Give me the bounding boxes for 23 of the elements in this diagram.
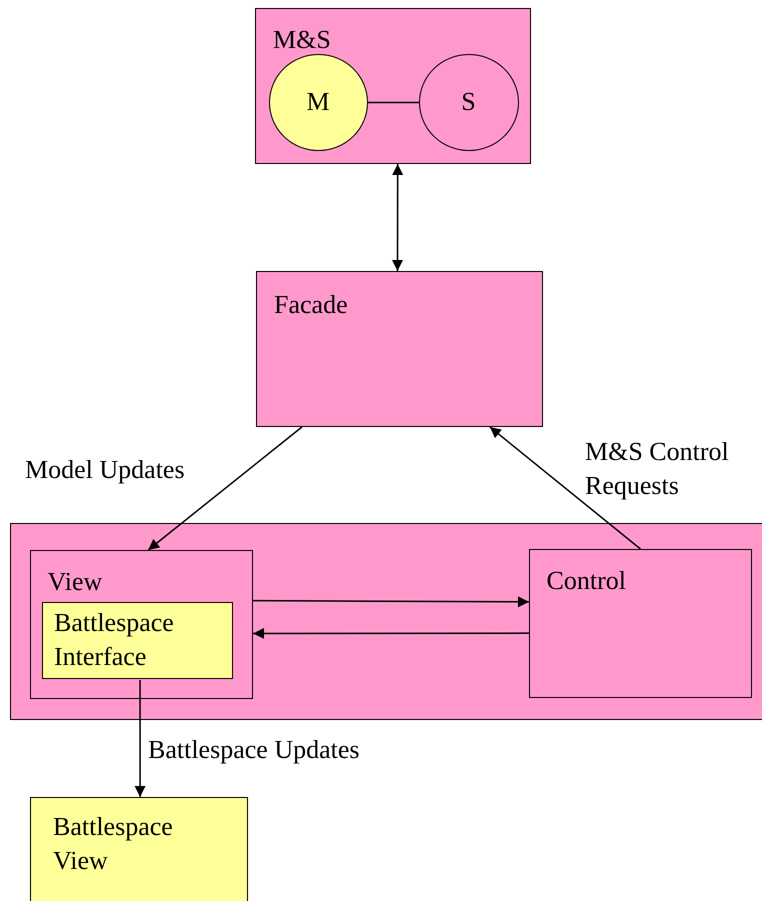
box-label: Facade — [274, 289, 348, 321]
arrow — [253, 628, 529, 639]
simulation-circle — [418, 54, 518, 150]
view-box — [30, 550, 252, 698]
arrow — [489, 426, 641, 550]
group-box — [255, 8, 531, 164]
battlespace-view-box — [30, 797, 248, 901]
arrow — [253, 596, 529, 608]
box-label: Control — [546, 564, 626, 596]
connector-line — [368, 102, 419, 104]
arrow — [148, 426, 302, 551]
box-label: View — [48, 566, 102, 598]
arrow — [134, 680, 146, 797]
circle-label: S — [460, 86, 477, 118]
circle-label: M — [305, 86, 331, 118]
interface-box — [42, 602, 233, 679]
control-box — [528, 548, 752, 698]
facade-box — [256, 271, 543, 427]
box-label: Battlespace Interface — [54, 607, 175, 673]
container-box — [10, 523, 762, 720]
double-arrow — [392, 164, 404, 271]
box-label: Battlespace View — [53, 811, 174, 877]
box-label: M&S — [273, 24, 331, 56]
